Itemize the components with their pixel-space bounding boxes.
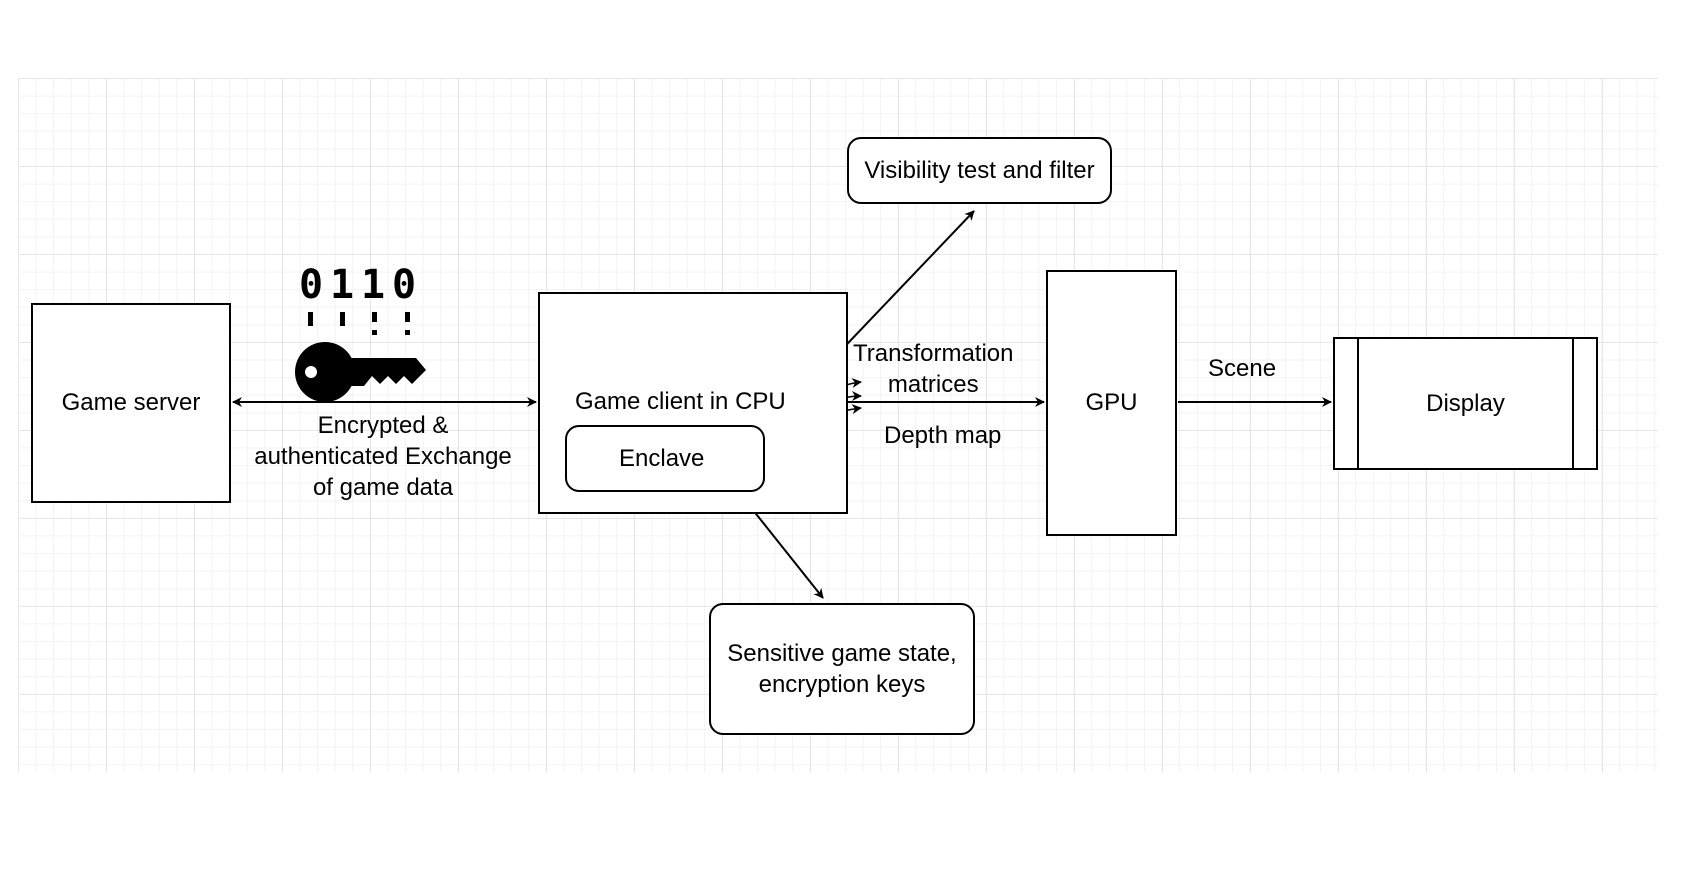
visibility-arrow <box>829 210 975 363</box>
key-icon <box>295 342 426 402</box>
depth-map-label: Depth map <box>884 422 1002 449</box>
binary-digit: 1 <box>330 262 354 308</box>
sensitive-state-node: Sensitive game state, encryption keys <box>709 603 975 735</box>
transformation-label-line1: Transformation <box>853 340 1014 367</box>
visibility-node: Visibility test and filter <box>847 137 1112 204</box>
display-node: Display <box>1333 337 1598 470</box>
display-left-divider <box>1357 339 1359 468</box>
exchange-label-line3: of game data <box>312 474 454 502</box>
gpu-label: GPU <box>1085 389 1138 417</box>
exchange-label: Encrypted & authenticated Exchange of ga… <box>238 410 528 504</box>
gpu-node: GPU <box>1046 270 1177 536</box>
binary-digit: 1 <box>361 262 385 308</box>
binary-digit: 0 <box>299 262 323 308</box>
game-server-label: Game server <box>61 389 201 417</box>
sensitive-label-line2: encryption keys <box>758 671 926 698</box>
display-label: Display <box>1426 389 1505 417</box>
transformation-label-line2: matrices <box>887 371 979 399</box>
scene-label: Scene <box>1208 355 1277 382</box>
display-right-divider <box>1572 339 1574 468</box>
binary-digit: 0 <box>392 262 416 308</box>
sensitive-label-line1: Sensitive game state, <box>727 639 957 667</box>
game-client-label: Game client in CPU <box>575 388 786 415</box>
enclave-node: Enclave <box>565 425 765 492</box>
binary-digits-icon: 0 1 1 0 <box>299 262 416 335</box>
game-server-node: Game server <box>31 303 231 503</box>
visibility-label: Visibility test and filter <box>864 156 1095 184</box>
exchange-label-line1: Encrypted & <box>317 412 449 439</box>
transformation-label: Transformation matrices <box>853 338 1014 400</box>
enclave-label: Enclave <box>619 444 705 472</box>
exchange-label-line2: authenticated Exchange <box>254 443 512 471</box>
